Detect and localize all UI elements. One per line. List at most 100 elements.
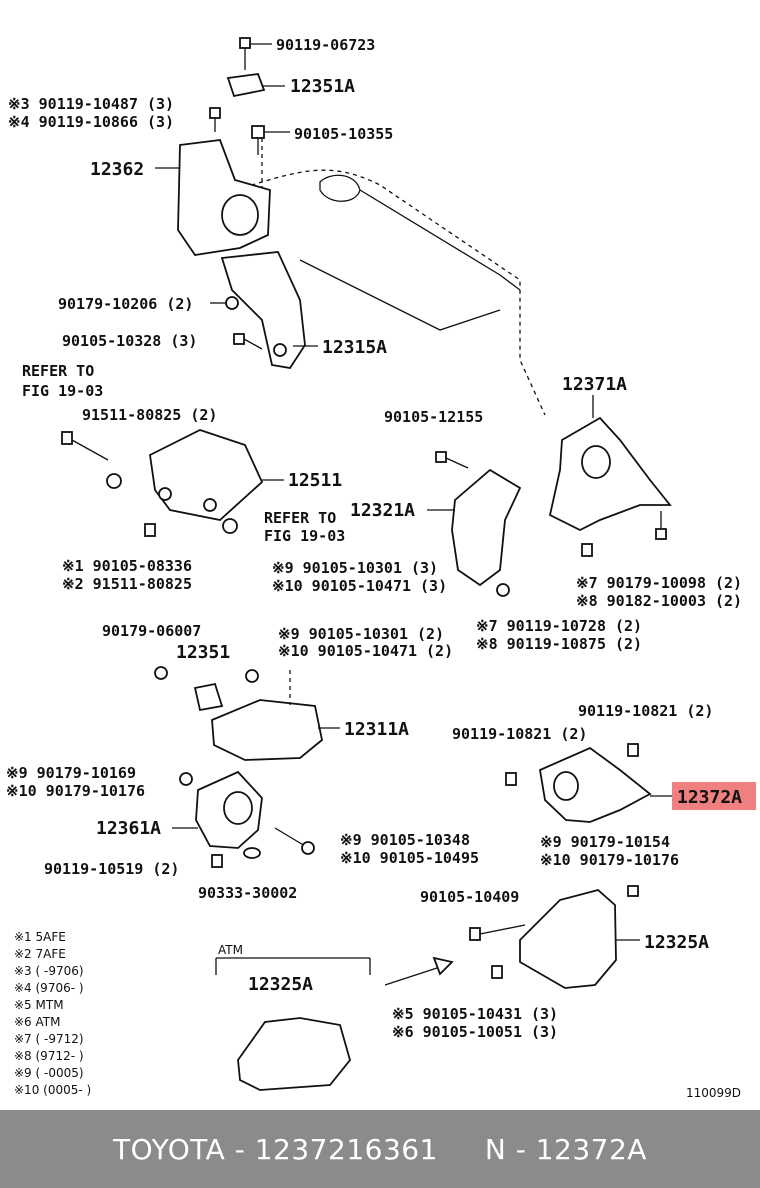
label-p40: ※9 90179-10154 (540, 833, 670, 851)
label-p36: ※10 90179-10176 (6, 782, 145, 800)
bolt-90105-10409 (469, 924, 526, 941)
label-p2: 12351A (290, 76, 355, 97)
label-p32: 90119-10821 (2) (452, 725, 587, 743)
bracket-12325a-atm (237, 1017, 351, 1091)
label-p6: 12362 (90, 159, 144, 180)
label-p30: ※10 90105-10471 (2) (278, 642, 453, 660)
label-p25: ※7 90119-10728 (2) (476, 617, 642, 635)
note-8: ※8 (9712- ) (14, 1049, 84, 1063)
label-p37: 12361A (96, 818, 161, 839)
nut-refer-fig (222, 518, 238, 534)
nut-90179-10154 (627, 885, 639, 897)
label-p22: 12371A (562, 374, 627, 395)
bracket-12325a-mtm (519, 889, 617, 989)
bushing-12351 (193, 682, 224, 712)
label-p5: 90105-10355 (294, 125, 393, 143)
label-p12: 91511-80825 (2) (82, 406, 217, 424)
label-p4: ※4 90119-10866 (3) (8, 113, 174, 131)
note-4: ※4 (9706- ) (14, 981, 84, 995)
bolt-90105-10328 (233, 333, 263, 350)
label-p14: REFER TO (264, 509, 336, 527)
label-p19: 12321A (350, 500, 415, 521)
label-p15: FIG 19-03 (264, 527, 345, 545)
label-p34: 12372A (677, 787, 742, 808)
mount-12362 (177, 139, 271, 256)
label-p10: REFER TO (22, 362, 94, 380)
label-p16: ※1 90105-08336 (62, 557, 192, 575)
note-6: ※6 ATM (14, 1015, 60, 1029)
leader-lines (155, 43, 672, 941)
label-p13: 12511 (288, 470, 342, 491)
bolt-91511-80825 (61, 431, 109, 461)
label-p46: ATM (218, 943, 243, 957)
nut-90179-06007 (154, 666, 168, 680)
bolt-90119-10487 (209, 107, 221, 132)
label-p26: ※8 90119-10875 (2) (476, 635, 642, 653)
label-p42: 90119-10519 (2) (44, 860, 179, 878)
bolt-90119-10728 (581, 543, 593, 557)
label-p17: ※2 91511-80825 (62, 575, 192, 593)
mount-12372a (538, 746, 652, 823)
footer-bar: TOYOTA - 1237216361 N - 12372A (0, 1110, 760, 1188)
note-9: ※9 ( -0005) (14, 1066, 84, 1080)
bolt-right-91511 (106, 473, 122, 489)
label-p35: ※9 90179-10169 (6, 764, 136, 782)
label-p23: ※7 90179-10098 (2) (576, 574, 742, 592)
mount-12361a (195, 770, 263, 849)
bolt-90105-10348 (274, 827, 315, 855)
label-p7: 90179-10206 (2) (58, 295, 193, 313)
engine-mount-diagram: 90119-06723 12351A ※3 90119-10487 (3) ※4… (6, 36, 756, 1100)
note-3: ※3 ( -9706) (14, 964, 84, 978)
label-p47: 12325A (248, 974, 313, 995)
atm-bracket-frame (215, 957, 371, 975)
bolt-90105-10301-3 (496, 583, 510, 597)
note-7: ※7 ( -9712) (14, 1032, 84, 1046)
bracket-12321a (451, 468, 522, 587)
washer-90333-30002 (243, 847, 261, 859)
note-5: ※5 MTM (14, 998, 64, 1012)
label-p43: 90333-30002 (198, 884, 297, 902)
label-p33: 90119-10821 (2) (578, 702, 713, 720)
label-p49: ※6 90105-10051 (3) (392, 1023, 558, 1041)
highlight-12372a (672, 782, 756, 810)
label-p50: 110099D (686, 1086, 741, 1100)
nut-90179-10098 (655, 511, 667, 540)
label-p45: 12325A (644, 932, 709, 953)
nut-90179-10169 (179, 772, 193, 786)
bolt-90105-08336 (144, 523, 156, 537)
label-p48: ※5 90105-10431 (3) (392, 1005, 558, 1023)
label-p28: 12351 (176, 642, 230, 663)
bracket-12315a (220, 251, 306, 369)
bolt-90105-12155 (435, 451, 469, 469)
label-p31: 12311A (344, 719, 409, 740)
label-p44: 90105-10409 (420, 888, 519, 906)
note-2: ※2 7AFE (14, 947, 66, 961)
label-p24: ※8 90182-10003 (2) (576, 592, 742, 610)
bolt-90119-10821-left (505, 772, 517, 786)
bolt-90119-10821-top (627, 743, 639, 757)
label-p3: ※3 90119-10487 (3) (8, 95, 174, 113)
label-p21: ※10 90105-10471 (3) (272, 577, 447, 595)
label-p20: ※9 90105-10301 (3) (272, 559, 438, 577)
mount-12371a (548, 416, 672, 532)
bolt-90119-10519 (211, 854, 223, 868)
bracket-12351a (226, 73, 266, 98)
note-10: ※10 (0005- ) (14, 1083, 91, 1097)
label-p11: FIG 19-03 (22, 382, 103, 400)
bolt-90105-10431 (491, 965, 503, 979)
bolt-90119-06723 (239, 37, 251, 70)
bracket-12311a (211, 670, 323, 761)
label-p39: ※10 90105-10495 (340, 849, 479, 867)
label-p41: ※10 90179-10176 (540, 851, 679, 869)
footer-part-number: TOYOTA - 1237216361 N - 12372A (113, 1132, 647, 1166)
bolt-90105-10301-2 (245, 669, 259, 683)
notes-legend: ※1 5AFE ※2 7AFE ※3 ( -9706) ※4 (9706- ) … (14, 930, 91, 1097)
label-p9: 12315A (322, 337, 387, 358)
arrow-to-mtm (384, 956, 454, 986)
label-p38: ※9 90105-10348 (340, 831, 470, 849)
nut-90179-10206 (225, 296, 239, 310)
bracket-12511 (149, 429, 264, 521)
label-p8: 90105-10328 (3) (62, 332, 197, 350)
label-p27: 90179-06007 (102, 622, 201, 640)
label-p18: 90105-12155 (384, 408, 483, 426)
